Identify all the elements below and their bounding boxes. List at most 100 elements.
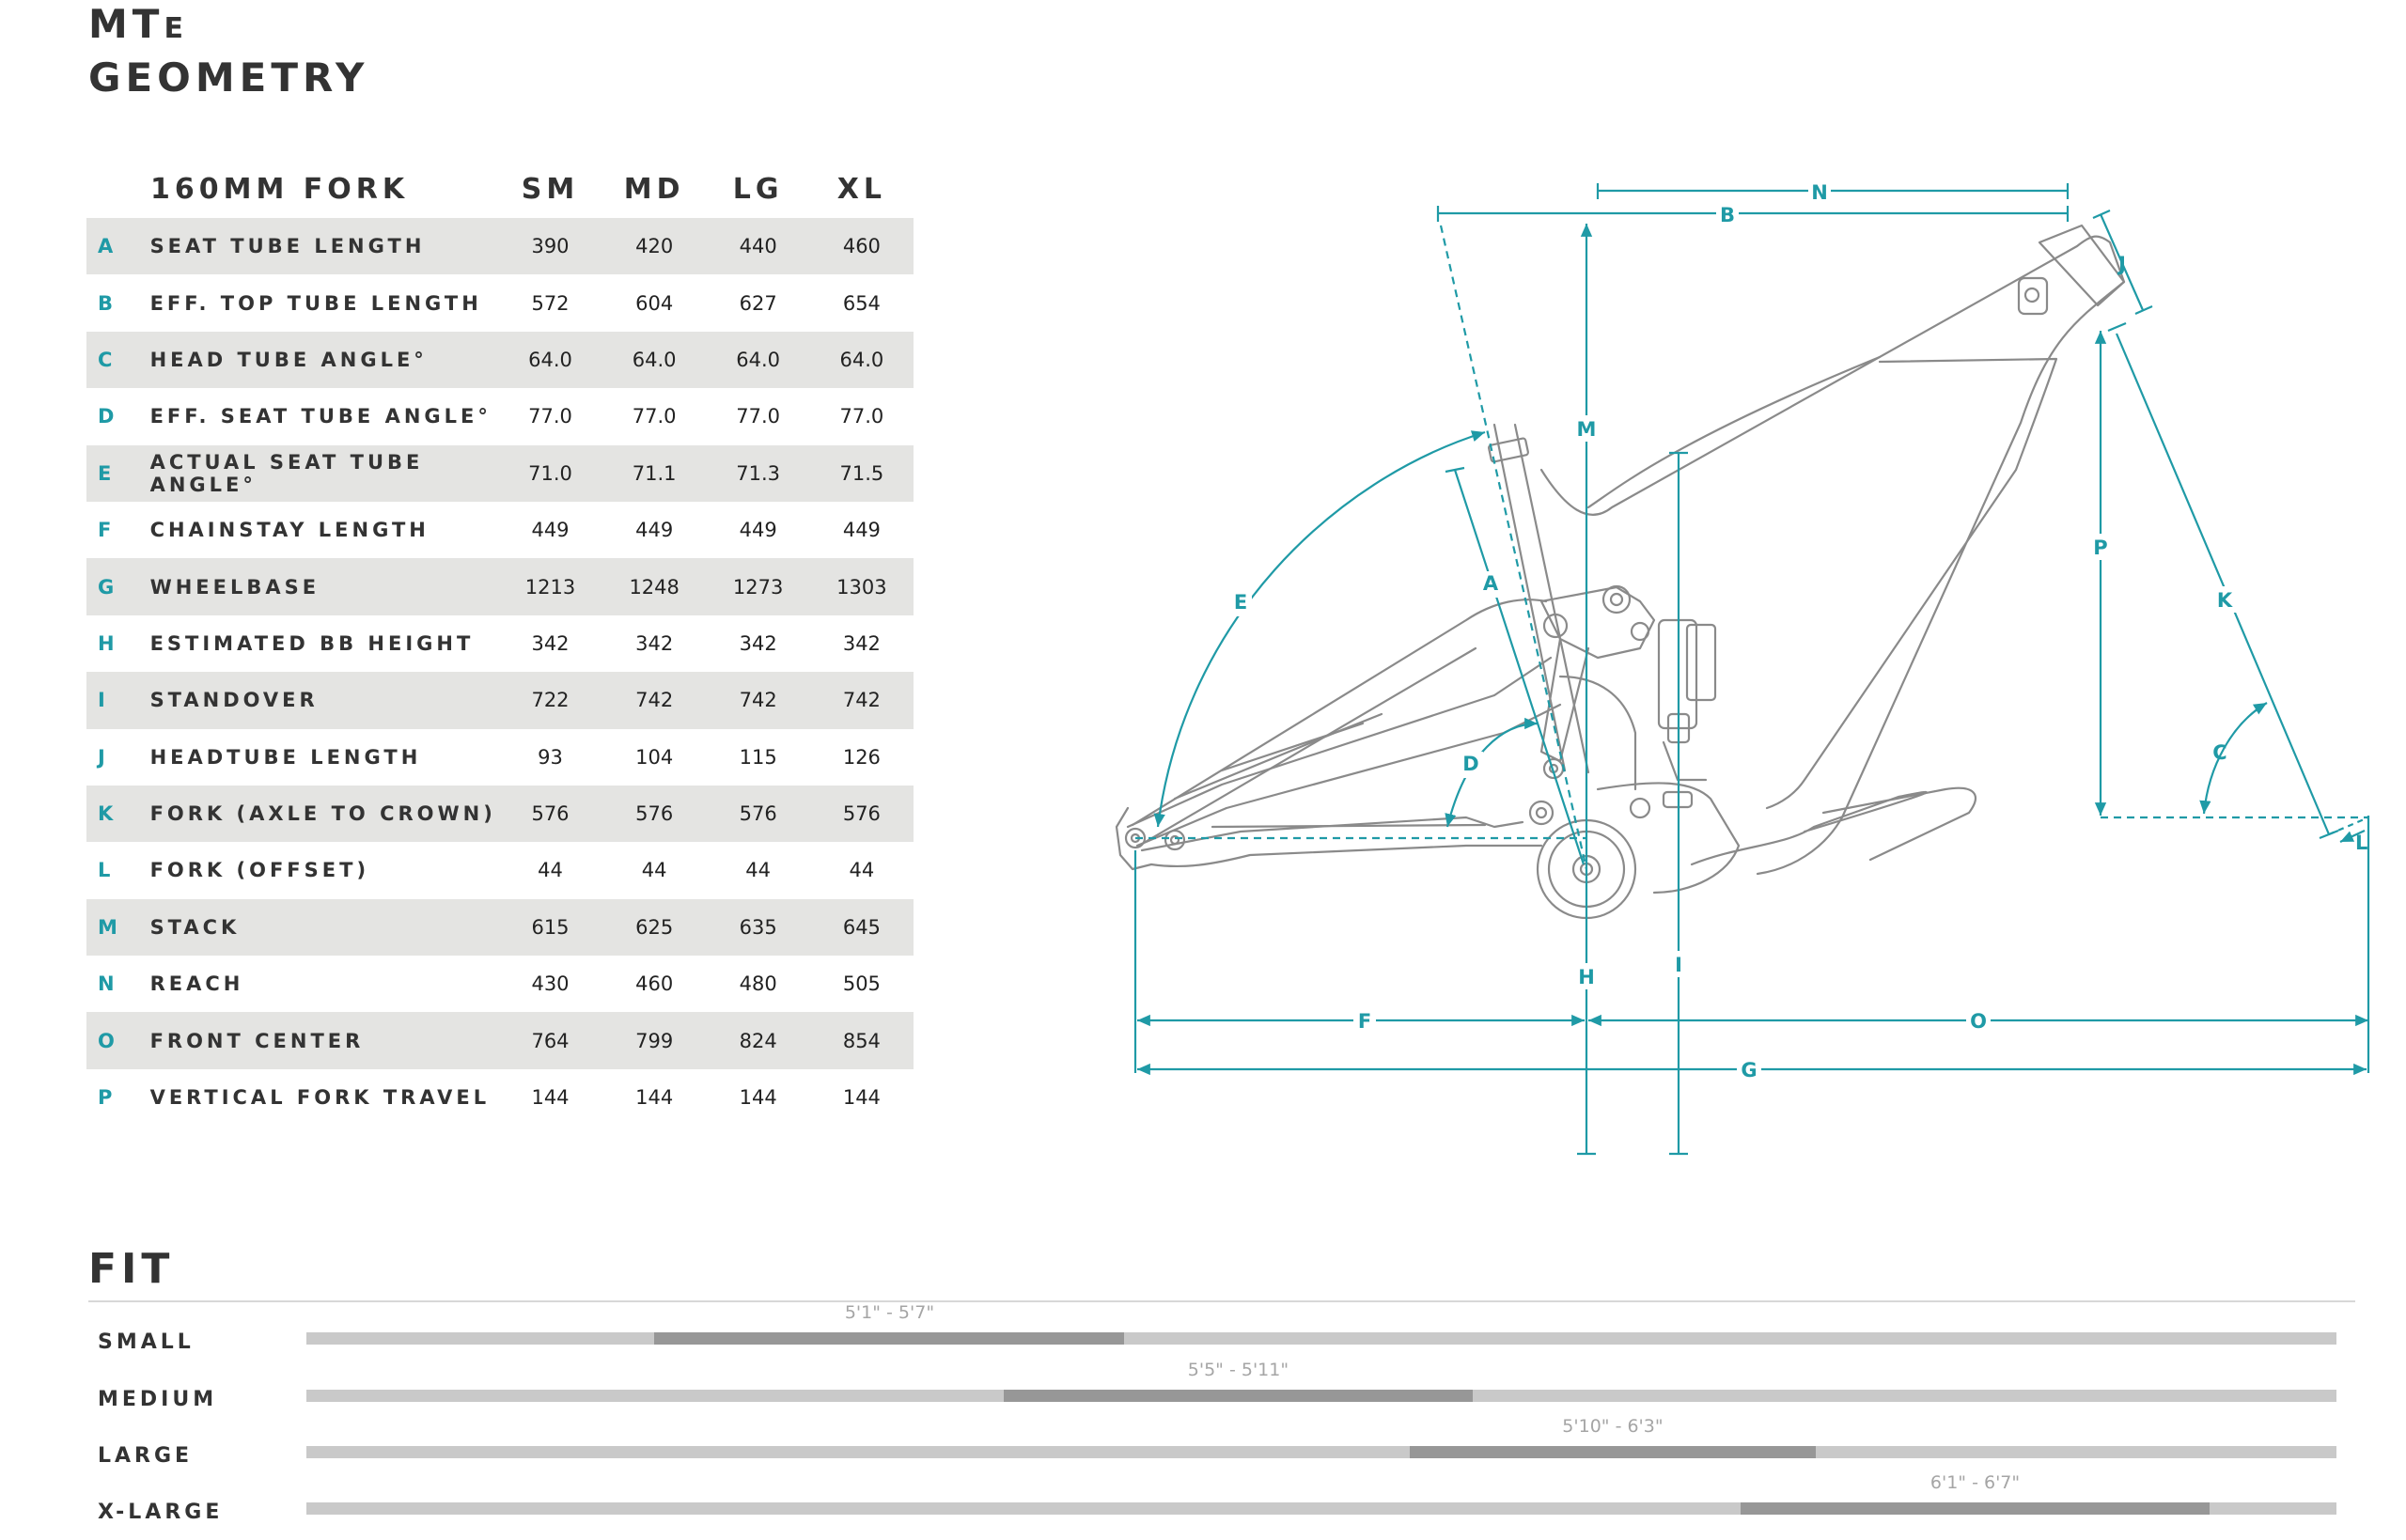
row-value: 625: [602, 898, 707, 957]
row-value: 342: [739, 631, 777, 655]
label-d: D: [1462, 753, 1478, 775]
row-label: VERTICAL FORK TRAVEL: [149, 1086, 491, 1110]
row-value: 144: [635, 1086, 674, 1110]
row-value: 576: [706, 785, 810, 843]
label-p: P: [2093, 537, 2107, 559]
label-l: L: [2355, 832, 2367, 854]
row-value: 77.0: [528, 405, 572, 428]
row-value: 449: [635, 519, 674, 542]
label-a: A: [1483, 572, 1499, 595]
dim-arc-d: [1445, 717, 1539, 828]
row-value: 742: [602, 672, 707, 729]
dim-arc-e: [1153, 430, 1486, 828]
row-value: 627: [739, 291, 777, 315]
label-g: G: [1741, 1059, 1757, 1081]
bike-frame-drawing: [1115, 224, 2126, 920]
label-k: K: [2217, 589, 2233, 612]
row-label: FRONT CENTER: [125, 1012, 499, 1069]
row-value: 576: [809, 785, 914, 843]
row-value: 115: [739, 745, 777, 769]
row-value: 1273: [706, 558, 810, 615]
page-title: MTE GEOMETRY: [88, 0, 368, 102]
row-label: ACTUAL SEAT TUBE ANGLE°: [125, 444, 499, 502]
dimension-labels: N B M H I A E D F O G P K J C L: [1229, 179, 2367, 1082]
row-letter: J: [98, 745, 105, 769]
row-value: 77.0: [736, 405, 781, 428]
row-value: 71.0: [498, 444, 602, 502]
fit-size-label: SMALL: [98, 1330, 195, 1354]
row-value: 854: [809, 1012, 914, 1069]
row-letter: N: [98, 972, 115, 996]
row-value: 342: [635, 631, 674, 655]
dim-line-a: [1453, 469, 1586, 865]
row-value: 430: [531, 972, 570, 996]
row-label: ESTIMATED BB HEIGHT: [149, 631, 475, 655]
label-e: E: [1234, 591, 1247, 614]
row-value: 44: [849, 859, 875, 882]
row-letter: H: [98, 631, 115, 655]
row-value: 77.0: [839, 405, 884, 428]
row-label: HEADTUBE LENGTH: [149, 745, 422, 769]
row-value: 505: [842, 972, 881, 996]
row-value: 480: [739, 972, 777, 996]
dim-line-k: [2115, 333, 2331, 835]
row-letter: C: [86, 331, 126, 389]
row-value: 44: [538, 859, 563, 882]
row-value: 64.0: [498, 331, 602, 389]
row-value: 71.3: [706, 444, 810, 502]
row-value: 64.0: [602, 331, 707, 389]
label-o: O: [1970, 1010, 1987, 1033]
row-letter: K: [86, 785, 126, 843]
row-label: SEAT TUBE LENGTH: [125, 218, 499, 275]
row-value: 460: [809, 218, 914, 275]
row-value: 44: [641, 859, 667, 882]
row-value: 1213: [498, 558, 602, 615]
row-value: 126: [842, 745, 881, 769]
row-value: 1303: [809, 558, 914, 615]
row-letter: P: [98, 1086, 113, 1110]
size-header-xl: XL: [836, 172, 886, 206]
fit-range-fill: [654, 1332, 1125, 1345]
row-label: FORK (AXLE TO CROWN): [125, 785, 499, 843]
row-value: 615: [498, 898, 602, 957]
row-letter: L: [98, 859, 111, 882]
row-value: 460: [635, 972, 674, 996]
fit-range-bar: 6'1" - 6'7": [306, 1472, 2336, 1515]
fit-range-fill: [1741, 1502, 2210, 1515]
row-letter: O: [86, 1012, 126, 1069]
row-value: 144: [842, 1086, 881, 1110]
dim-arc-c: [2199, 702, 2268, 815]
row-label: HEAD TUBE ANGLE°: [125, 331, 499, 389]
row-value: 93: [538, 745, 563, 769]
dim-line-d: [1439, 225, 1588, 870]
row-label: EFF. SEAT TUBE ANGLE°: [149, 405, 492, 428]
dimension-lines: [1133, 183, 2370, 1156]
row-value: 144: [531, 1086, 570, 1110]
row-label: FORK (OFFSET): [149, 859, 370, 882]
row-label: EFF. TOP TUBE LENGTH: [149, 291, 482, 315]
fit-divider: [88, 1300, 2355, 1302]
fork-header: 160MM FORK: [150, 172, 410, 206]
row-value: 799: [602, 1012, 707, 1069]
label-j: J: [2117, 253, 2126, 275]
fit-size-label: MEDIUM: [98, 1388, 218, 1411]
label-m: M: [1577, 418, 1597, 441]
label-b: B: [1720, 204, 1735, 226]
row-value: 722: [498, 672, 602, 729]
fit-range-bar: 5'5" - 5'11": [306, 1360, 2336, 1402]
row-value: 572: [531, 291, 570, 315]
row-label: STANDOVER: [125, 672, 499, 729]
size-header-lg: LG: [732, 172, 784, 206]
